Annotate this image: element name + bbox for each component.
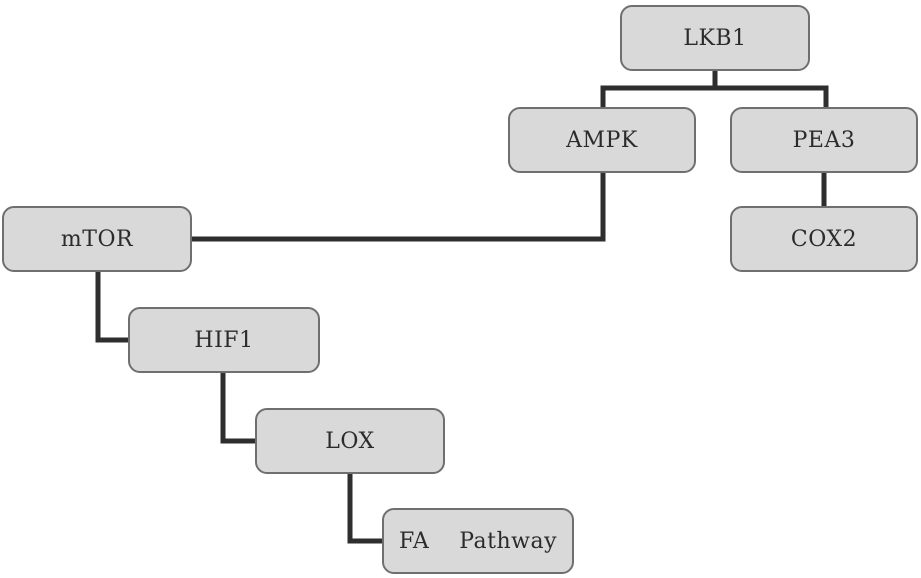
node-mtor: mTOR [2,206,192,272]
edge-ampk-mtor [189,170,606,242]
node-ampk: AMPK [508,107,696,173]
node-lox: LOX [255,408,445,474]
node-cox2: COX2 [730,206,918,272]
edge-lox-fa-pathway [347,471,385,544]
node-lkb1: LKB1 [620,5,810,71]
node-hif1: HIF1 [128,307,320,373]
edge-mtor-hif1 [95,269,131,343]
node-pea3: PEA3 [730,107,918,173]
edge-hif1-lox [220,370,258,444]
edge-lkb1-ampk-pea3 [600,68,829,110]
node-fa-pathway: FA Pathway [382,508,574,574]
